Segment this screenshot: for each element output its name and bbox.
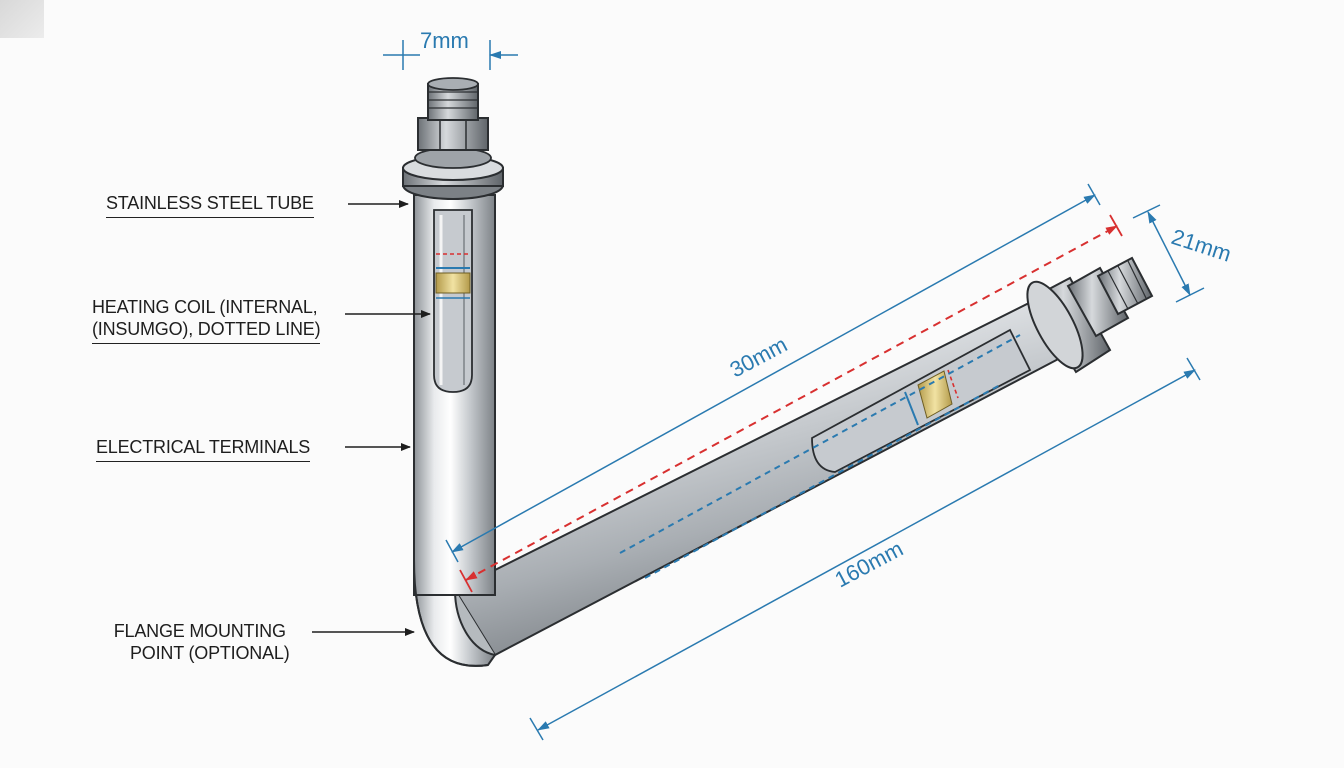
dim-red-dashed (459, 214, 1123, 593)
label-flange-line1: FLANGE MOUNTING (113, 621, 286, 641)
label-flange-mounting: FLANGE MOUNTING POINT (OPTIONAL) (110, 620, 290, 664)
label-electrical-terminals: ELECTRICAL TERMINALS (96, 436, 310, 462)
dim-label-7mm: 7mm (420, 28, 469, 53)
label-stainless-steel-tube-text: STAINLESS STEEL TUBE (106, 193, 314, 218)
dim-label-21mm: 21mm (1168, 224, 1234, 267)
label-electrical-terminals-text: ELECTRICAL TERMINALS (96, 437, 310, 462)
label-stainless-steel-tube: STAINLESS STEEL TUBE (106, 192, 314, 218)
dim-7mm: 7mm (383, 28, 518, 70)
top-fitting (402, 77, 504, 200)
label-heating-coil-line1: HEATING COIL (INTERNAL, (92, 297, 318, 317)
dim-label-160mm: 160mm (831, 536, 908, 593)
label-heating-coil: HEATING COIL (INTERNAL, (INSUMGO), DOTTE… (92, 296, 321, 344)
dim-label-30mm: 30mm (726, 332, 792, 383)
corner-swatch (0, 0, 44, 38)
label-flange-line2: POINT (OPTIONAL) (130, 643, 290, 663)
vertical-cutaway (433, 209, 473, 393)
tube-body (413, 194, 1087, 667)
label-heating-coil-line2: (INSUMGO), DOTTED LINE) (92, 318, 321, 344)
